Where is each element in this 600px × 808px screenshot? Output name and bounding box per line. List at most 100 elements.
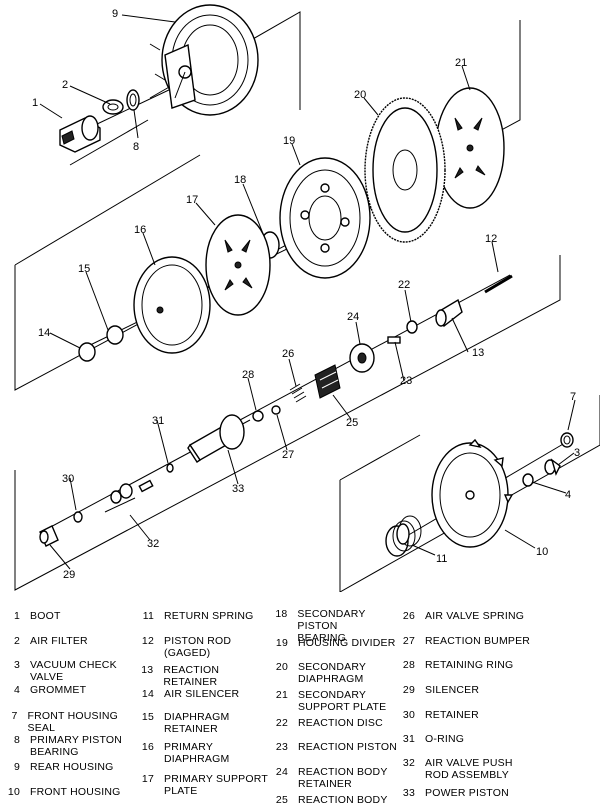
legend-label: PRIMARY PISTON BEARING xyxy=(30,734,123,758)
piston-rod xyxy=(484,274,513,294)
callout-18: 18 xyxy=(234,174,246,186)
legend-label: BOOT xyxy=(30,610,61,622)
legend-label: POWER PISTON xyxy=(425,787,509,799)
legend-label: REAR HOUSING xyxy=(30,761,114,773)
legend-label: REACTION BODY RETAINER xyxy=(298,766,388,790)
callout-7: 7 xyxy=(570,391,576,403)
legend-label: SECONDARY DIAPHRAGM xyxy=(298,661,367,685)
legend-item-24: 24 REACTION BODY RETAINER xyxy=(270,766,405,790)
legend-item-29: 29 SILENCER xyxy=(397,684,597,696)
reaction-bumper xyxy=(271,405,281,415)
callout-22: 22 xyxy=(398,279,410,291)
front-housing xyxy=(431,438,514,548)
callout-14: 14 xyxy=(38,327,50,339)
callout-9: 9 xyxy=(112,8,118,20)
legend-number: 20 xyxy=(275,661,288,673)
legend-number: 12 xyxy=(141,635,154,647)
primary-diaphragm xyxy=(133,256,211,354)
legend-label: RETAINING RING xyxy=(425,659,514,671)
callout-29: 29 xyxy=(63,569,75,581)
silencer xyxy=(39,525,59,547)
legend-number: 1 xyxy=(13,610,20,622)
legend-number: 4 xyxy=(13,684,20,696)
legend-number: 17 xyxy=(141,773,154,785)
air-valve-spring xyxy=(289,383,307,403)
callout-3: 3 xyxy=(574,447,580,459)
air-silencer xyxy=(78,342,96,362)
legend-number: 16 xyxy=(141,741,154,753)
legend-label: REACTION BUMPER xyxy=(425,635,531,647)
front-housing-seal xyxy=(560,432,574,448)
legend-number: 22 xyxy=(275,717,288,729)
legend-item-1: 1 BOOT xyxy=(2,610,132,622)
primary-piston-bearing xyxy=(126,89,140,111)
legend-label: FRONT HOUSING SEAL xyxy=(27,710,119,734)
legend-item-7: 7 FRONT HOUSING SEAL xyxy=(2,710,132,734)
reaction-retainer xyxy=(435,298,463,328)
callout-11: 11 xyxy=(436,553,447,565)
section-frames xyxy=(14,11,600,592)
legend-number: 21 xyxy=(275,689,288,701)
vacuum-check-valve xyxy=(59,115,101,153)
legend-number: 29 xyxy=(402,684,415,696)
housing-divider xyxy=(279,157,371,279)
callout-33: 33 xyxy=(232,483,244,495)
legend-number: 14 xyxy=(141,688,154,700)
legend-number: 26 xyxy=(402,610,415,622)
legend-number: 18 xyxy=(275,608,288,620)
legend-label: O-RING xyxy=(425,733,465,745)
legend-label: RETURN SPRING xyxy=(164,610,254,622)
legend-label: DIAPHRAGM RETAINER xyxy=(164,711,230,735)
legend-label: AIR FILTER xyxy=(30,635,88,647)
callout-26: 26 xyxy=(282,348,294,360)
legend-number: 13 xyxy=(141,664,154,676)
legend-label: SILENCER xyxy=(425,684,480,696)
legend-number: 24 xyxy=(275,766,288,778)
reaction-piston xyxy=(387,336,401,344)
legend-number: 31 xyxy=(402,733,415,745)
legend-number: 7 xyxy=(11,710,18,722)
legend-item-9: 9 REAR HOUSING xyxy=(2,761,132,773)
reaction-body-retainer xyxy=(349,343,375,373)
legend-number: 28 xyxy=(402,659,415,671)
callout-19: 19 xyxy=(283,135,295,147)
legend-item-2: 2 AIR FILTER xyxy=(2,635,132,647)
legend-number: 23 xyxy=(275,741,288,753)
rear-housing xyxy=(149,4,259,116)
legend-number: 25 xyxy=(275,794,288,806)
retainer xyxy=(73,511,83,523)
callout-27: 27 xyxy=(282,449,294,461)
callout-13: 13 xyxy=(472,347,484,359)
legend-number: 33 xyxy=(402,787,415,799)
power-piston xyxy=(187,414,245,463)
legend-number: 10 xyxy=(7,786,20,798)
exploded-view-diagram: 9 2 1 8 21 20 19 18 17 16 15 14 12 22 24… xyxy=(14,4,600,592)
grommet xyxy=(522,458,561,487)
secondary-support-plate xyxy=(435,87,505,209)
legend-label: HOUSING DIVIDER xyxy=(298,637,396,649)
legend-number: 9 xyxy=(13,761,20,773)
legend-label: SECONDARY PISTON BEARING xyxy=(297,608,366,644)
legend-label: REACTION DISC xyxy=(298,717,383,729)
legend-item-28: 28 RETAINING RING xyxy=(397,659,597,671)
legend-number: 19 xyxy=(275,637,288,649)
legend-label: AIR VALVE PUSH ROD ASSEMBLY xyxy=(425,757,513,781)
legend-number: 2 xyxy=(13,635,20,647)
callout-28: 28 xyxy=(242,369,254,381)
callout-23: 23 xyxy=(400,375,412,387)
callout-15: 15 xyxy=(78,263,90,275)
legend-number: 3 xyxy=(13,659,20,671)
